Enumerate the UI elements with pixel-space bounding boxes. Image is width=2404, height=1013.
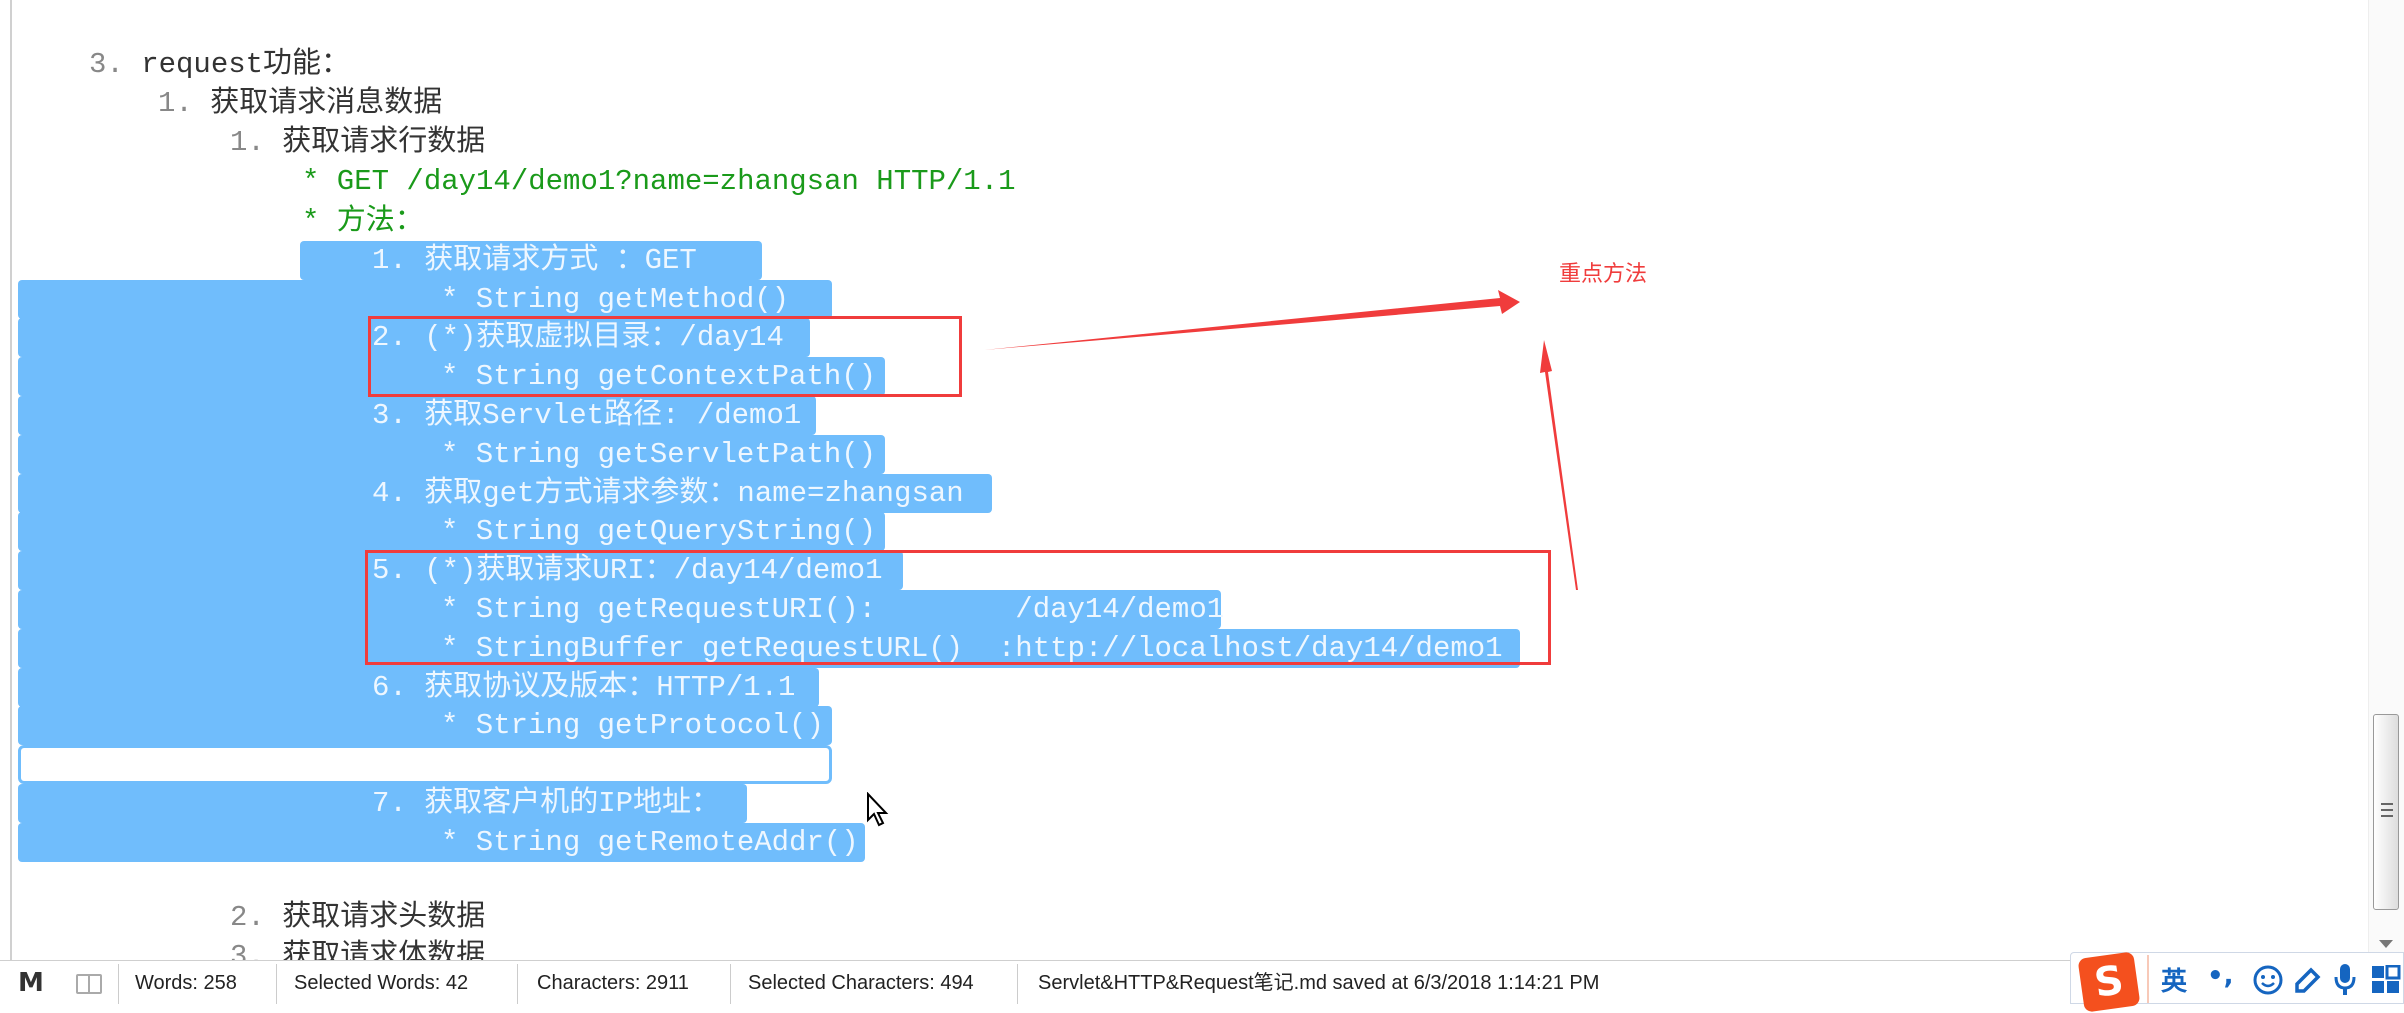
selection-highlight	[18, 629, 1520, 668]
editor[interactable]: 3. request功能： 1. 获取请求消息数据 1. 获取请求行数据 * G…	[0, 0, 2404, 961]
list-number: 4.	[372, 477, 407, 510]
method-code: * StringBuffer getRequestURL() :http://l…	[441, 632, 1503, 665]
list-number: 7.	[372, 787, 407, 820]
markdown-icon[interactable]: M	[18, 968, 44, 998]
ime-language-toggle[interactable]: 英	[2161, 967, 2188, 997]
selection-highlight	[18, 706, 832, 745]
list-number: 3.	[89, 48, 124, 81]
microphone-icon[interactable]	[2333, 963, 2357, 997]
divider	[517, 964, 518, 1004]
method-item: 7. 获取客户机的IP地址：	[372, 784, 720, 823]
list-number: 1.	[158, 87, 193, 120]
vertical-scrollbar[interactable]	[2368, 0, 2404, 961]
selection-highlight	[18, 318, 810, 357]
method-item: 6. 获取协议及版本：HTTP/1.1	[372, 668, 795, 707]
status-bar: M Words: 258 Selected Words: 42 Characte…	[0, 962, 2404, 1004]
selection-highlight	[18, 435, 885, 474]
divider	[276, 964, 277, 1004]
scroll-down-arrow-icon[interactable]	[2379, 940, 2393, 948]
divider	[118, 964, 119, 1004]
annotation-arrows	[984, 290, 1578, 590]
method-item: 2. (*)获取虚拟目录：/day14	[372, 318, 784, 357]
emoji-icon[interactable]	[2253, 965, 2283, 995]
divider	[730, 964, 731, 1004]
selection-highlight	[18, 551, 903, 590]
subheading-text: 获取请求体数据	[282, 940, 486, 961]
selected-word-count: Selected Words: 42	[294, 972, 469, 994]
method-title: 获取协议及版本：HTTP/1.1	[424, 671, 796, 704]
scrollbar-thumb[interactable]	[2373, 714, 2399, 910]
highlight-box-context-path	[368, 316, 962, 397]
method-item: 3. 获取Servlet路径: /demo1	[372, 396, 801, 435]
method-code: * String getServletPath()	[441, 438, 877, 471]
subheading-headers: 2. 获取请求头数据	[230, 898, 485, 937]
editor-left-border	[10, 0, 12, 961]
list-number: 1.	[372, 244, 407, 277]
divider	[2147, 955, 2149, 1003]
sogou-logo-icon[interactable]: S	[2077, 951, 2141, 1013]
editor-bottom-border	[0, 960, 2404, 961]
subheading-text: 获取请求行数据	[282, 126, 486, 159]
ime-punctuation-toggle[interactable]: •,	[2207, 961, 2234, 991]
method-code: * String getMethod()	[441, 283, 790, 316]
method-item: 1. 获取请求方式 ：GET	[372, 241, 697, 280]
method-title: 获取请求方式 ：GET	[424, 244, 697, 277]
selection-highlight	[18, 280, 832, 319]
selection-empty-line	[18, 745, 832, 784]
word-count: Words: 258	[135, 972, 237, 994]
subheading-body: 3. 获取请求体数据	[230, 937, 485, 961]
subheading-request-line: 1. 获取请求行数据	[230, 123, 485, 162]
mouse-cursor-icon	[867, 792, 889, 827]
method-item: 5. (*)获取请求URI：/day14/demo1	[372, 551, 882, 590]
selected-character-count: Selected Characters: 494	[748, 972, 974, 994]
method-code: * String getContextPath()	[441, 360, 877, 393]
arrow-up-to-label-icon	[1540, 340, 1578, 590]
subheading-text: 获取请求消息数据	[210, 87, 443, 120]
list-number: 2.	[372, 321, 407, 354]
book-icon[interactable]	[76, 974, 102, 994]
list-number: 3.	[230, 940, 265, 961]
method-code: * String getRemoteAddr()	[441, 826, 859, 859]
methods-label: * 方法：	[302, 205, 424, 238]
list-number: 5.	[372, 554, 407, 587]
list-number: 3.	[372, 399, 407, 432]
list-number: 6.	[372, 671, 407, 704]
selection-highlight	[18, 784, 747, 823]
subheading-message: 1. 获取请求消息数据	[158, 84, 442, 123]
method-item: 4. 获取get方式请求参数：name=zhangsan	[372, 474, 964, 513]
selection-highlight	[300, 241, 762, 280]
method-code: * String getQueryString()	[441, 515, 877, 548]
annotation-label: 重点方法	[1559, 262, 1648, 287]
ime-toolbar: S 英 •,	[2070, 951, 2404, 1013]
selection-highlight	[18, 823, 865, 862]
request-line-example: * GET /day14/demo1?name=zhangsan HTTP/1.…	[302, 165, 1016, 198]
divider	[1017, 964, 1018, 1004]
arrow-to-label-icon	[984, 290, 1520, 350]
selection-highlight	[18, 474, 992, 513]
method-title: 获取get方式请求参数：name=zhangsan	[424, 477, 964, 510]
heading-text: request功能：	[141, 48, 351, 81]
selection-highlight	[18, 590, 1221, 629]
subheading-text: 获取请求头数据	[282, 901, 486, 934]
pen-icon[interactable]	[2293, 965, 2323, 995]
method-title: 获取Servlet路径: /demo1	[424, 399, 802, 432]
grip-icon	[2381, 803, 2393, 817]
method-code: * String getProtocol()	[441, 709, 824, 742]
method-title: 获取客户机的IP地址：	[424, 787, 721, 820]
grid-icon[interactable]	[2371, 965, 2401, 995]
method-code: * String getRequestURI(): /day14/demo1	[441, 593, 1225, 626]
highlight-box-request-uri	[365, 550, 1551, 665]
save-status: Servlet&HTTP&Request笔记.md saved at 6/3/2…	[1038, 972, 1600, 994]
selection-highlight	[18, 512, 885, 551]
list-number: 1.	[230, 126, 265, 159]
selection-highlight	[18, 357, 885, 396]
character-count: Characters: 2911	[537, 972, 689, 994]
method-title: (*)获取虚拟目录：/day14	[424, 321, 784, 354]
method-title: (*)获取请求URI：/day14/demo1	[424, 554, 883, 587]
selection-highlight	[18, 668, 819, 707]
list-number: 2.	[230, 901, 265, 934]
selection-highlight	[18, 396, 816, 435]
heading-request: 3. request功能：	[89, 45, 350, 84]
